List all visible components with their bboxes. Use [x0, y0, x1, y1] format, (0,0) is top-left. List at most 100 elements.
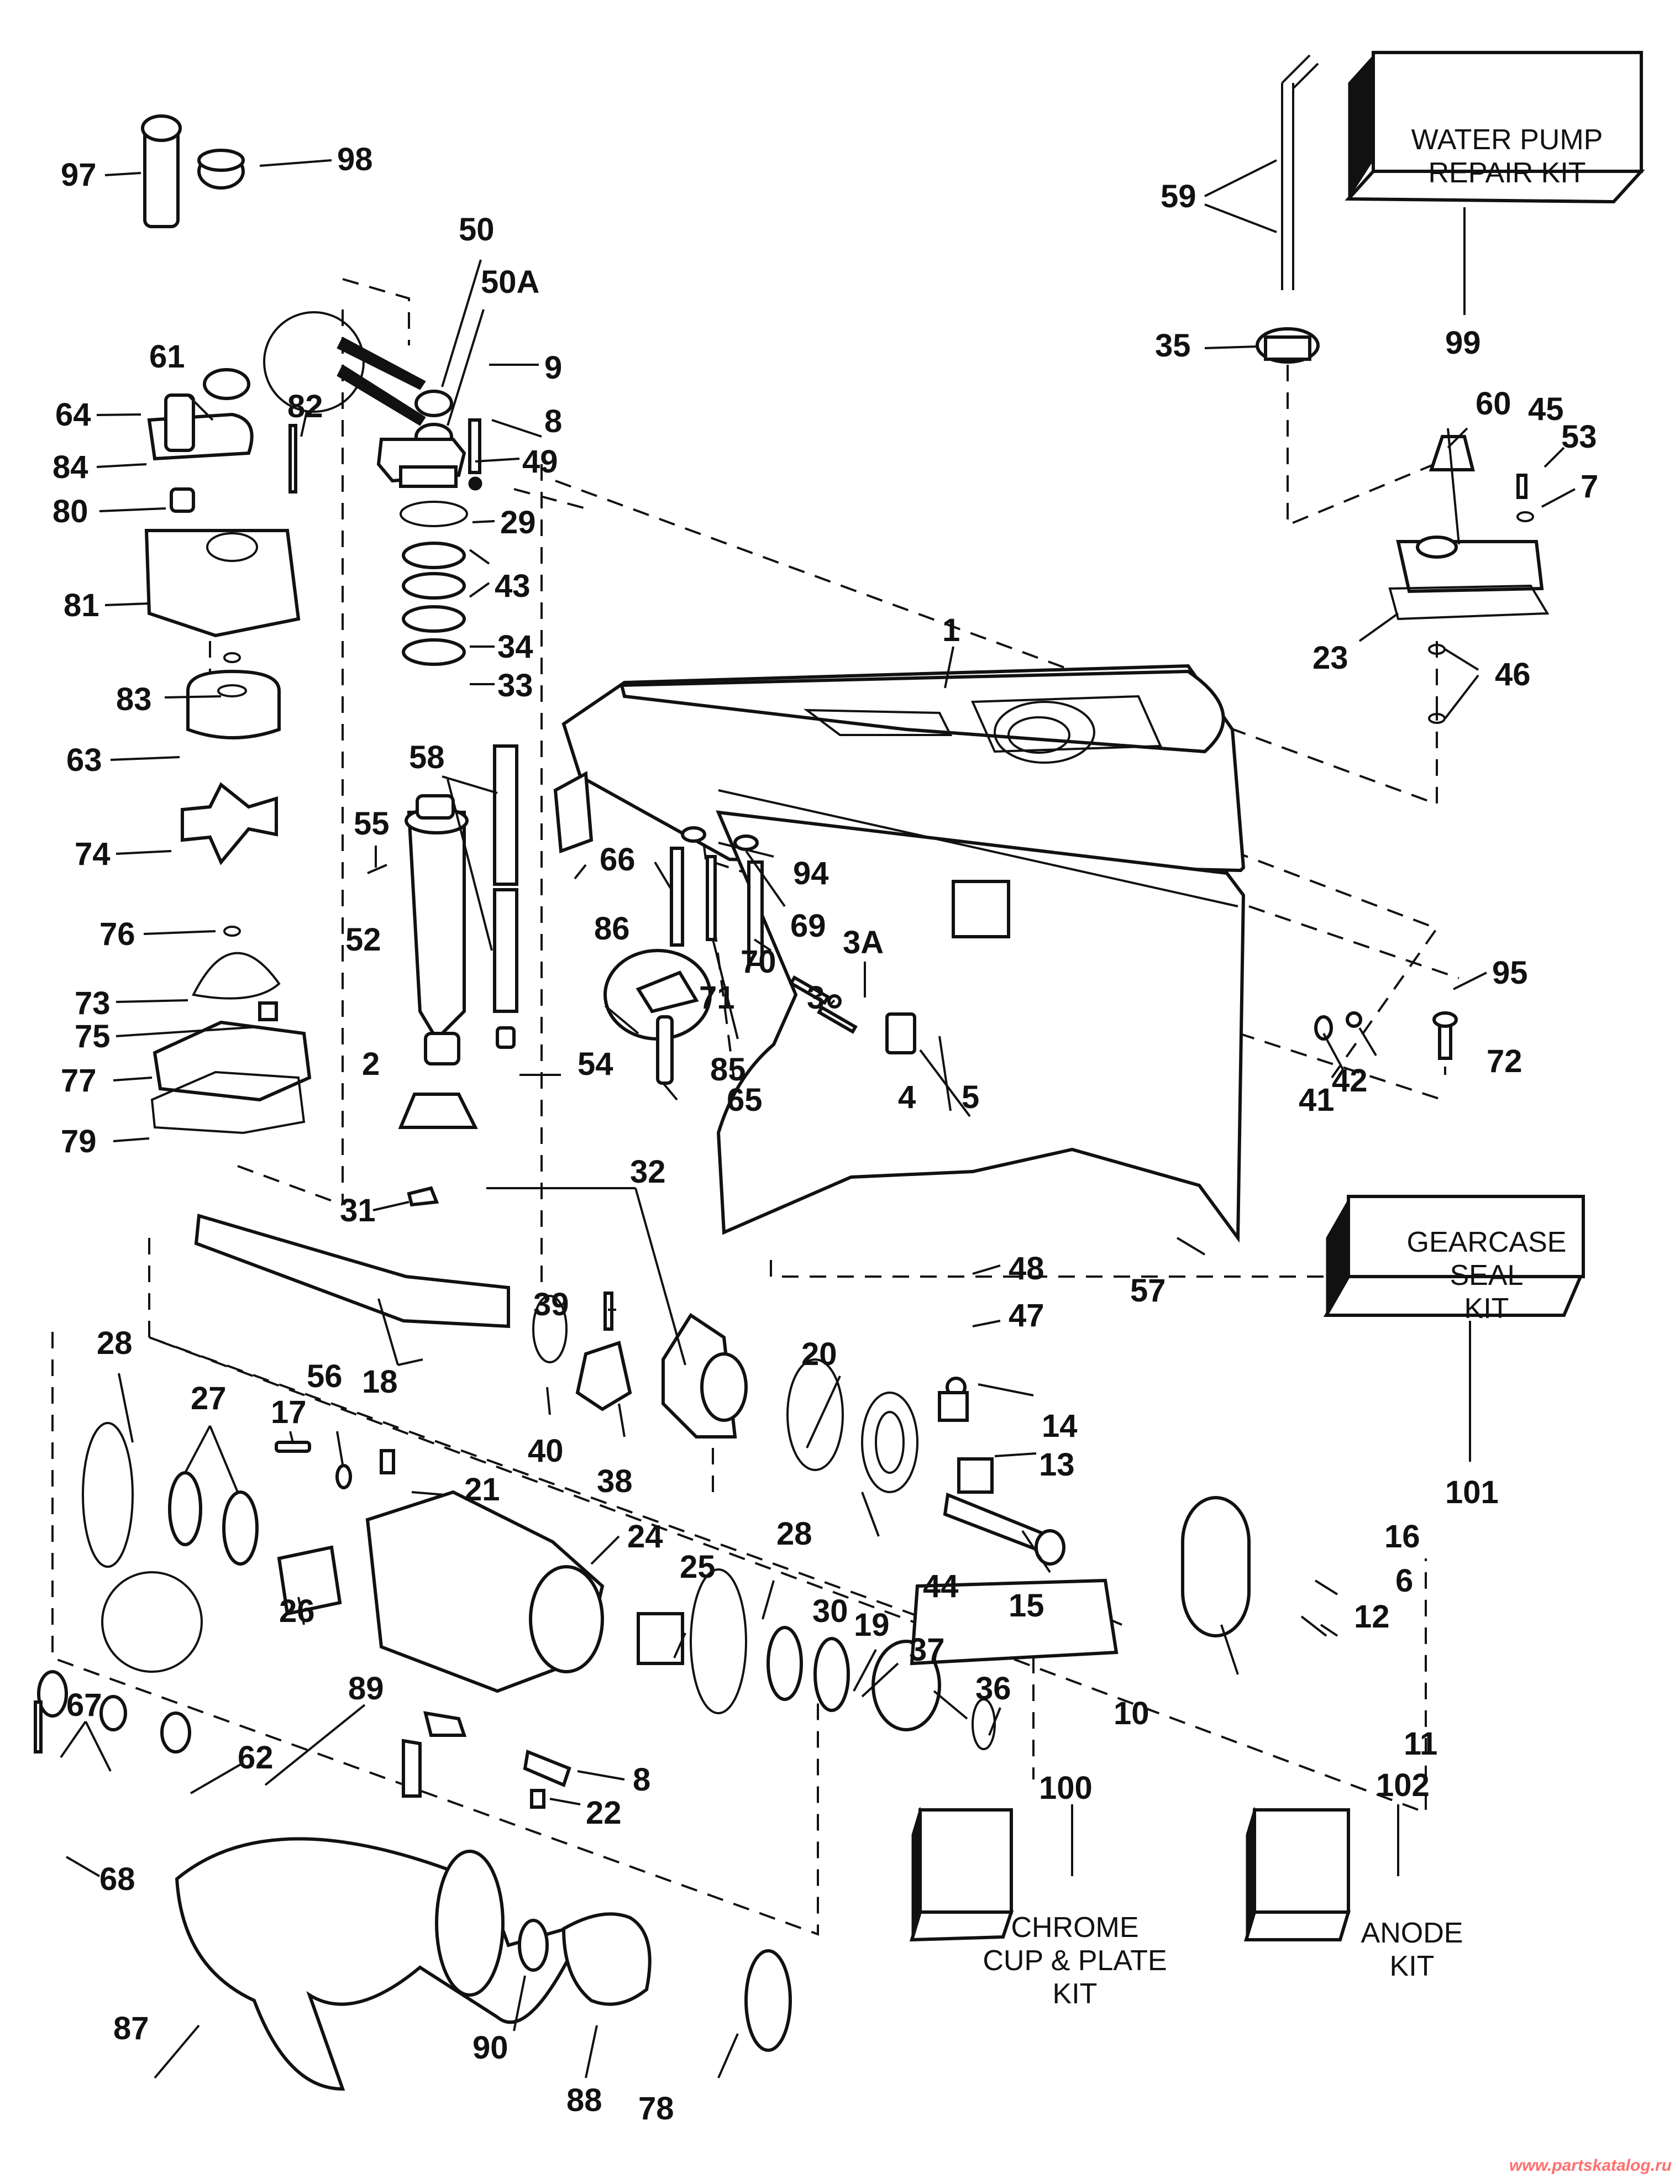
- driveshaft-parts[interactable]: [263, 311, 518, 1207]
- kit-chrome-cup-plate[interactable]: CHROME CUP & PLATE KIT: [909, 1807, 1167, 2010]
- callout-28: 28: [97, 1325, 133, 1361]
- callout-60: 60: [1476, 386, 1511, 422]
- callout-11: 11: [1404, 1726, 1437, 1762]
- callout-35: 35: [1155, 328, 1191, 364]
- callout-22: 22: [586, 1795, 622, 1831]
- callout-98: 98: [337, 141, 373, 177]
- callout-labels: 97 98 50 50A 9 8 49 29 43 34 33 58 55 52…: [53, 141, 1598, 2127]
- callout-37: 37: [909, 1632, 945, 1668]
- callout-79: 79: [61, 1124, 97, 1159]
- callout-61: 61: [149, 339, 185, 375]
- propshaft-parts[interactable]: [82, 1214, 1251, 1809]
- callout-32: 32: [630, 1154, 666, 1190]
- callout-46: 46: [1495, 657, 1531, 692]
- callout-7: 7: [1581, 469, 1598, 505]
- callout-80: 80: [53, 494, 88, 529]
- callout-87: 87: [113, 2010, 149, 2046]
- propeller-parts[interactable]: [34, 1670, 792, 2091]
- callout-62: 62: [238, 1740, 274, 1776]
- housing-fasteners[interactable]: [553, 771, 1458, 1085]
- callout-44: 44: [923, 1568, 959, 1604]
- callout-83: 83: [116, 681, 152, 717]
- callout-27: 27: [191, 1380, 227, 1416]
- callout-20: 20: [801, 1336, 837, 1372]
- callout-47: 47: [1009, 1298, 1044, 1334]
- callout-59: 59: [1161, 179, 1196, 214]
- callout-17: 17: [271, 1394, 307, 1430]
- callout-13: 13: [1039, 1447, 1075, 1483]
- callout-69: 69: [790, 908, 826, 944]
- callout-97: 97: [61, 157, 97, 193]
- callout-30: 30: [812, 1593, 848, 1629]
- callout-38: 38: [597, 1463, 633, 1499]
- kit-label-line: KIT: [1464, 1293, 1509, 1325]
- callout-82: 82: [287, 389, 323, 424]
- callout-100: 100: [1039, 1770, 1093, 1806]
- callout-76: 76: [99, 916, 135, 952]
- callout-66: 66: [600, 842, 636, 878]
- kit-label-line: WATER PUMP: [1411, 124, 1603, 156]
- callout-78: 78: [638, 2091, 674, 2127]
- kit-water-pump[interactable]: WATER PUMP REPAIR KIT: [1345, 51, 1645, 204]
- callout-89: 89: [348, 1671, 384, 1707]
- callout-39: 39: [533, 1287, 569, 1322]
- callout-73: 73: [75, 985, 111, 1021]
- callout-63: 63: [66, 742, 102, 778]
- callout-71: 71: [699, 980, 735, 1016]
- gearcase-housing[interactable]: [561, 664, 1246, 1243]
- callout-81: 81: [64, 587, 99, 623]
- callout-70: 70: [741, 944, 776, 980]
- callout-55: 55: [354, 806, 390, 842]
- callout-26: 26: [279, 1593, 315, 1629]
- callout-94: 94: [793, 855, 829, 891]
- callout-77: 77: [61, 1063, 97, 1099]
- callout-52: 52: [345, 922, 381, 958]
- callout-15: 15: [1009, 1588, 1044, 1624]
- kit-gearcase-seal[interactable]: GEARCASE SEAL KIT: [1323, 1195, 1585, 1325]
- callout-84: 84: [53, 449, 88, 485]
- callout-64: 64: [55, 397, 91, 433]
- water-tube-parts[interactable]: [1256, 54, 1550, 724]
- kit-anode[interactable]: ANODE KIT: [1243, 1807, 1463, 1982]
- callout-42: 42: [1332, 1063, 1368, 1099]
- callout-101: 101: [1445, 1474, 1499, 1510]
- callout-23: 23: [1313, 640, 1348, 676]
- callout-67: 67: [66, 1687, 102, 1723]
- kit-label-line: CHROME: [1011, 1912, 1138, 1944]
- decal-plate: [952, 880, 1010, 938]
- callout-88: 88: [566, 2082, 602, 2118]
- kit-label-line: GEARCASE: [1407, 1226, 1567, 1258]
- callout-57: 57: [1130, 1273, 1166, 1309]
- callout-31: 31: [340, 1193, 376, 1229]
- callout-50: 50: [459, 212, 495, 248]
- callout-45: 45: [1528, 391, 1564, 427]
- callout-48: 48: [1009, 1251, 1044, 1287]
- water-pump-parts[interactable]: [141, 114, 312, 1135]
- callout-6: 6: [1395, 1563, 1413, 1599]
- callout-43: 43: [495, 568, 531, 604]
- callout-8: 8: [633, 1762, 650, 1798]
- callout-10: 10: [1114, 1695, 1149, 1731]
- callout-34: 34: [497, 629, 533, 665]
- callout-50A: 50A: [481, 264, 539, 300]
- callout-12: 12: [1354, 1599, 1390, 1635]
- callout-25: 25: [680, 1549, 716, 1585]
- leader-lines: [60, 159, 1576, 2079]
- callout-90: 90: [473, 2030, 508, 2066]
- callout-56: 56: [307, 1358, 343, 1394]
- callout-16: 16: [1384, 1519, 1420, 1555]
- callout-74: 74: [75, 836, 111, 872]
- kit-label-line: KIT: [1053, 1978, 1098, 2010]
- callout-29: 29: [500, 505, 536, 540]
- callout-9: 9: [544, 350, 562, 386]
- callout-85: 85: [710, 1052, 746, 1088]
- watermark: www.partskatalog.ru: [1509, 2156, 1672, 2175]
- kit-label-line: SEAL: [1450, 1259, 1524, 1292]
- kit-label-line: REPAIR KIT: [1428, 157, 1586, 189]
- callout-40: 40: [528, 1433, 564, 1469]
- callout-54: 54: [578, 1046, 613, 1082]
- callout-58: 58: [409, 739, 445, 775]
- callout-95: 95: [1492, 955, 1528, 991]
